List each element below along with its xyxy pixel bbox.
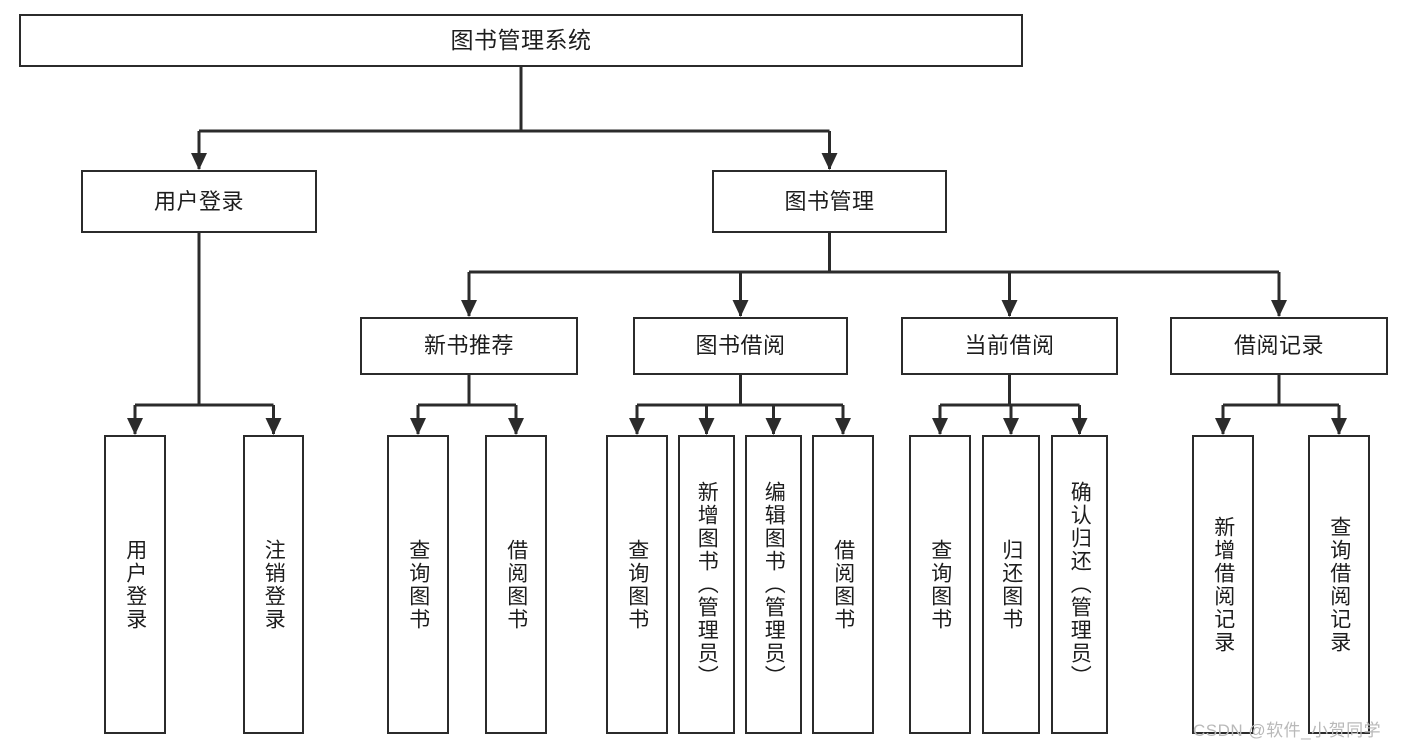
- node-b_lend[interactable]: 借阅图书: [812, 435, 874, 734]
- node-label-b_add: 新增图书（管理员）: [695, 481, 719, 688]
- node-label-root: 图书管理系统: [450, 27, 592, 54]
- node-label-r_add: 新增借阅记录: [1211, 515, 1235, 654]
- node-b_add[interactable]: 新增图书（管理员）: [678, 435, 735, 734]
- node-label-b_lend: 借阅图书: [831, 538, 855, 631]
- node-current[interactable]: 当前借阅: [901, 317, 1118, 375]
- node-label-l_logout: 注销登录: [262, 538, 286, 631]
- node-label-r_query: 查询借阅记录: [1327, 515, 1351, 654]
- node-login[interactable]: 用户登录: [81, 170, 317, 233]
- arrowhead: [1071, 418, 1088, 435]
- node-l_logout[interactable]: 注销登录: [243, 435, 304, 734]
- node-borrow[interactable]: 图书借阅: [633, 317, 848, 375]
- node-label-records: 借阅记录: [1233, 333, 1324, 359]
- node-label-c_return: 归还图书: [999, 538, 1023, 631]
- node-l_login[interactable]: 用户登录: [104, 435, 166, 734]
- arrowhead: [629, 418, 645, 435]
- node-label-c_query: 查询图书: [928, 538, 952, 631]
- node-c_return[interactable]: 归还图书: [982, 435, 1040, 734]
- arrowhead: [821, 153, 838, 170]
- node-b_edit[interactable]: 编辑图书（管理员）: [745, 435, 802, 734]
- node-label-b_query: 查询图书: [625, 538, 649, 631]
- node-r_query[interactable]: 查询借阅记录: [1308, 435, 1370, 734]
- node-r_add[interactable]: 新增借阅记录: [1192, 435, 1254, 734]
- node-label-n_borrow: 借阅图书: [504, 538, 528, 631]
- node-newbook[interactable]: 新书推荐: [360, 317, 578, 375]
- node-records[interactable]: 借阅记录: [1170, 317, 1388, 375]
- arrowhead: [1271, 300, 1287, 317]
- csdn-watermark: CSDN @软件_小贺同学: [1193, 721, 1382, 740]
- node-label-current: 当前借阅: [964, 333, 1055, 359]
- arrowhead: [732, 300, 749, 317]
- node-label-b_edit: 编辑图书（管理员）: [762, 481, 786, 688]
- arrowhead: [1001, 300, 1018, 317]
- node-bookmgmt[interactable]: 图书管理: [712, 170, 947, 233]
- arrowhead: [265, 418, 282, 435]
- node-root[interactable]: 图书管理系统: [19, 14, 1023, 67]
- arrowhead: [1331, 418, 1347, 435]
- node-label-borrow: 图书借阅: [695, 333, 786, 359]
- node-n_query[interactable]: 查询图书: [387, 435, 449, 734]
- arrowhead: [127, 418, 143, 435]
- node-label-login: 用户登录: [153, 188, 244, 214]
- node-label-newbook: 新书推荐: [423, 333, 514, 359]
- node-c_confirm[interactable]: 确认归还（管理员）: [1051, 435, 1108, 734]
- node-label-bookmgmt: 图书管理: [784, 188, 875, 214]
- node-b_query[interactable]: 查询图书: [606, 435, 668, 734]
- node-n_borrow[interactable]: 借阅图书: [485, 435, 547, 734]
- arrowhead: [698, 418, 715, 435]
- node-c_query[interactable]: 查询图书: [909, 435, 971, 734]
- arrowhead: [932, 418, 948, 435]
- arrowhead: [191, 153, 207, 170]
- node-label-l_login: 用户登录: [123, 538, 147, 631]
- arrowhead: [461, 300, 477, 317]
- node-label-c_confirm: 确认归还（管理员）: [1068, 481, 1092, 688]
- arrowhead: [410, 418, 426, 435]
- arrowhead: [765, 418, 782, 435]
- arrowhead: [1215, 418, 1231, 435]
- arrowhead: [1003, 418, 1019, 435]
- node-label-n_query: 查询图书: [406, 538, 430, 631]
- arrowhead: [508, 418, 524, 435]
- arrowhead: [835, 418, 851, 435]
